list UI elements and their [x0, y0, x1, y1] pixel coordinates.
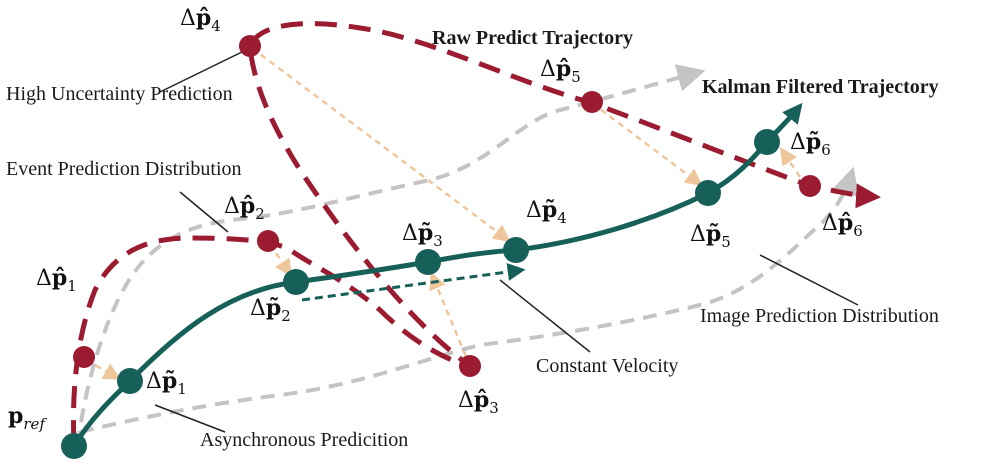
image-distribution-label: Image Prediction Distribution: [700, 305, 939, 327]
correction-arrows: [85, 47, 808, 380]
filtered-label-1: Δp̃1: [146, 368, 187, 398]
filtered-point-6: [754, 129, 780, 155]
raw-point-4: [239, 35, 261, 57]
high-uncertainty-label: High Uncertainty Prediction: [6, 83, 233, 105]
filtered-markers: [61, 129, 780, 459]
p-ref-label: pref: [8, 403, 47, 433]
raw-trajectory-label: Raw Predict Trajectory: [432, 27, 633, 49]
raw-label-1: Δp̂1: [36, 265, 77, 295]
event-distribution-label: Event Prediction Distribution: [6, 158, 242, 180]
raw-prediction-markers: [73, 35, 821, 377]
event-distribution-curve: [76, 64, 706, 446]
filtered-point-4: [503, 237, 529, 263]
raw-label-2: Δp̂2: [224, 193, 265, 223]
raw-label-3: Δp̂3: [458, 387, 499, 417]
filtered-point-1: [117, 368, 143, 394]
kalman-trajectory-label: Kalman Filtered Trajectory: [702, 76, 939, 98]
constant-velocity-label: Constant Velocity: [536, 355, 678, 377]
filtered-point-3: [415, 249, 441, 275]
image-distribution-curve: [79, 166, 859, 434]
filtered-label-5: Δp̃5: [690, 221, 731, 251]
kalman-filtered-trajectory: [71, 102, 803, 448]
raw-predict-trajectory: [70, 21, 881, 443]
filtered-point-5: [695, 180, 721, 206]
filtered-point-2: [283, 269, 309, 295]
filtered-label-4: Δp̃4: [526, 197, 567, 227]
raw-label-6: Δp̂6: [822, 210, 863, 240]
leader-lines: [154, 49, 859, 433]
raw-point-3: [459, 355, 481, 377]
reference-point: [61, 433, 87, 459]
raw-label-4: Δp̂4: [180, 5, 221, 35]
raw-point-1: [73, 346, 95, 368]
constant-velocity-arrow: [301, 263, 526, 302]
filtered-label-2: Δp̃2: [250, 295, 291, 325]
raw-point-5: [581, 91, 603, 113]
raw-point-2: [257, 230, 279, 252]
asynchronous-label: Asynchronous Predicition: [200, 429, 408, 451]
filtered-label-3: Δp̃3: [402, 220, 443, 250]
raw-point-6: [799, 175, 821, 197]
filtered-label-6: Δp̃6: [790, 129, 831, 159]
raw-label-5: Δp̂5: [540, 56, 581, 86]
